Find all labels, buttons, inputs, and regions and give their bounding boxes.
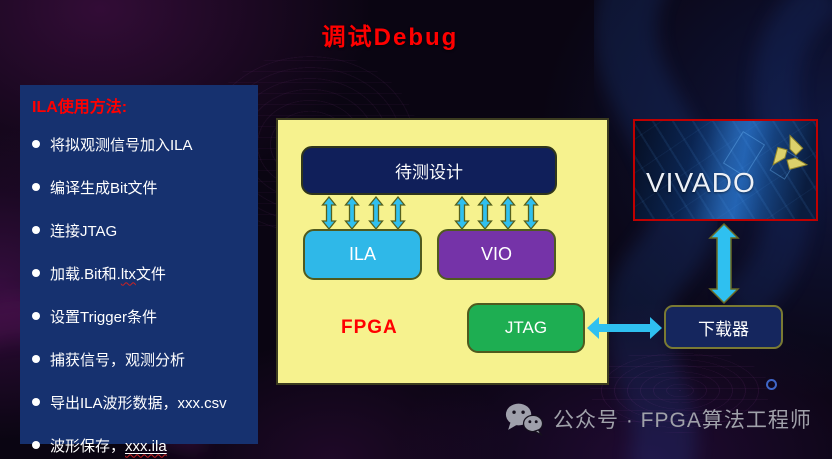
list-item: 编译生成Bit文件 bbox=[32, 176, 246, 198]
page-title: 调试Debug bbox=[321, 24, 459, 51]
vivado-logo-card: VIVADO bbox=[633, 119, 818, 221]
watermark: 公众号 · FPGA算法工程师 bbox=[505, 402, 812, 436]
circle-ornament bbox=[766, 379, 777, 390]
list-item: 将拟观测信号加入ILA bbox=[32, 133, 246, 155]
circuit-texture bbox=[635, 121, 816, 219]
list-item: 连接JTAG bbox=[32, 219, 246, 241]
ila-box: ILA bbox=[303, 229, 422, 280]
list-item: 捕获信号，观测分析 bbox=[32, 348, 246, 370]
bullet-icon bbox=[32, 226, 40, 234]
vivado-wordmark: VIVADO bbox=[646, 167, 756, 198]
bullet-icon bbox=[32, 140, 40, 148]
watermark-text: 公众号 · FPGA算法工程师 bbox=[553, 409, 812, 432]
usage-steps-list: 将拟观测信号加入ILA 编译生成Bit文件 连接JTAG 加载.Bit和.ltx… bbox=[32, 133, 246, 456]
ila-usage-panel: ILA使用方法: 将拟观测信号加入ILA 编译生成Bit文件 连接JTAG 加载… bbox=[20, 85, 258, 455]
list-item: 设置Trigger条件 bbox=[32, 305, 246, 327]
dut-box: 待测设计 bbox=[301, 146, 557, 195]
list-item: 波形保存，xxx.ila bbox=[32, 434, 246, 456]
spellcheck-underline: xxx.ila bbox=[125, 437, 167, 455]
jtag-box: JTAG bbox=[467, 303, 585, 353]
fpga-label: FPGA bbox=[341, 317, 398, 338]
vivado-pinwheel-icon bbox=[772, 134, 809, 170]
list-item: 导出ILA波形数据，xxx.csv bbox=[32, 391, 246, 413]
wechat-icon bbox=[505, 403, 543, 436]
bullet-icon bbox=[32, 312, 40, 320]
vivado-downloader-arrow bbox=[708, 222, 740, 305]
bullet-icon bbox=[32, 355, 40, 363]
spellcheck-underline: ltx bbox=[120, 265, 136, 283]
bullet-icon bbox=[32, 269, 40, 277]
vio-box: VIO bbox=[437, 229, 556, 280]
bullet-icon bbox=[32, 398, 40, 406]
bullet-icon bbox=[32, 441, 40, 449]
list-item: 加载.Bit和.ltx文件 bbox=[32, 262, 246, 284]
bullet-icon bbox=[32, 183, 40, 191]
downloader-box: 下载器 bbox=[664, 305, 783, 349]
filename-underline: xxx.ila bbox=[125, 438, 167, 455]
panel-heading: ILA使用方法: bbox=[32, 99, 128, 116]
